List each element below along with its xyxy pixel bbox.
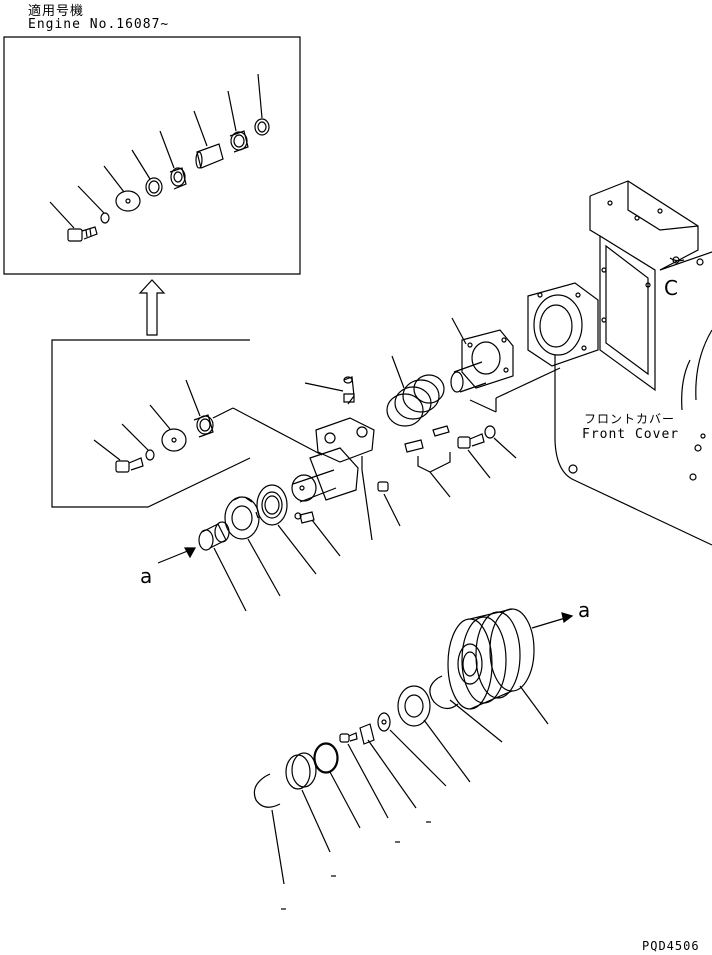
grease-nipple-top [344,377,354,404]
tensioner-body [292,418,374,502]
o-ring [314,743,338,773]
spacer-lower [378,713,390,731]
up-arrow [140,280,164,335]
applicable-models-label: 適用号機 [28,4,85,19]
lock-plate [360,724,374,744]
view-a-label-left: a [140,564,154,588]
inset-mid-bolt [116,458,143,472]
inset-top-bearing-2 [230,131,248,152]
cap [286,753,316,789]
inset-top-plate [116,191,140,211]
front-cover-jp-label: フロントカバー [584,412,676,426]
engine-range-label: Engine No.16087~ [28,17,170,32]
plug [378,482,388,491]
inset-top-bolt [68,227,97,241]
coil-spring [387,375,444,426]
small-bolt-lower [340,733,357,742]
front-cover-en-label: Front Cover [582,427,680,442]
inset-top-bearing [170,168,186,189]
inset-top-ring [255,119,269,135]
view-arrow-left [158,548,195,563]
bearing-left [225,497,259,539]
cover-edge-letter: C [664,276,679,300]
gasket-plate [528,283,598,366]
cover-washer [485,426,495,438]
item-number-ticks [281,822,431,909]
collar [199,522,229,550]
inset-top-seal [146,178,162,196]
pin-parts [405,426,449,452]
inset-box-middle [52,340,322,507]
leader-lines [214,318,560,884]
inset-top-washer [101,213,109,223]
drawing-code: PQD4506 [642,939,700,953]
snap-ring-lower [254,774,280,807]
inset-mid-plate [162,429,186,451]
snap-ring-upper [430,676,458,709]
cover-bolt [458,434,484,448]
inset-mid-bearing [194,415,213,437]
inset-top-sleeve [196,144,223,168]
view-arrow-right [532,613,572,628]
pulley [448,609,534,709]
inset-box-top [4,37,300,274]
grease-nipple-small [295,512,314,523]
view-a-label-right: a [578,598,592,622]
front-cover-housing [555,181,712,545]
inset-mid-washer [146,450,154,460]
seal-left [257,485,287,525]
bearing-lower [398,686,430,726]
stub-shaft [451,330,513,392]
